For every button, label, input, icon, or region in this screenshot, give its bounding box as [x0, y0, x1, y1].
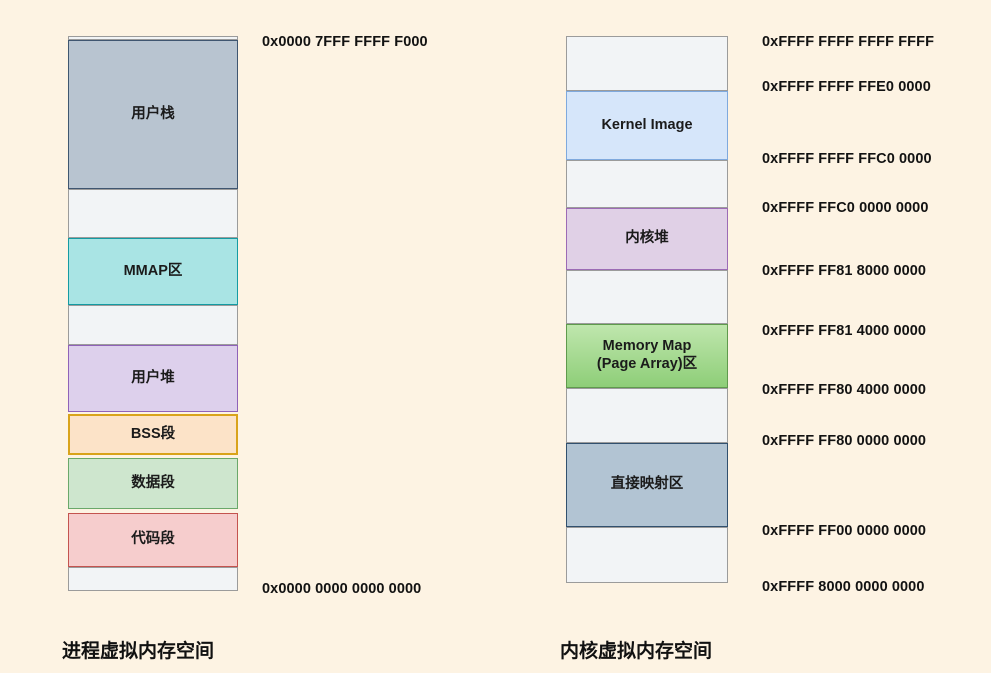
memory-block-data: 数据段	[68, 458, 238, 509]
memory-block-label: 内核堆	[625, 230, 669, 247]
address-label: 0xFFFF 8000 0000 0000	[762, 579, 925, 595]
memory-block-label: 直接映射区	[610, 476, 684, 493]
memory-block-unused	[566, 160, 728, 208]
memory-block-unused	[68, 189, 238, 238]
address-label: 0xFFFF FF80 4000 0000	[762, 382, 927, 398]
address-label: 0xFFFF FFC0 0000 0000	[762, 200, 929, 216]
address-label: 0xFFFF FFFF FFE0 0000	[762, 79, 931, 95]
memory-block-unused	[566, 527, 728, 583]
memory-block-bss: BSS段	[68, 414, 238, 455]
address-label: 0x0000 0000 0000 0000	[262, 581, 422, 597]
memory-block-unused	[566, 36, 728, 91]
address-label: 0xFFFF FFFF FFC0 0000	[762, 151, 932, 167]
memory-block-unused	[68, 36, 238, 40]
memory-block-unused	[566, 270, 728, 324]
process-memory-caption: 进程虚拟内存空间	[62, 641, 215, 662]
address-label: 0xFFFF FFFF FFFF FFFF	[762, 34, 935, 50]
memory-block-unused	[566, 388, 728, 443]
memory-block-label: 用户堆	[131, 369, 175, 386]
memory-block-kernel-heap: 内核堆	[566, 208, 728, 270]
memory-block-mmap: MMAP区	[68, 238, 238, 305]
memory-block-label: Memory Map(Page Array)区	[596, 338, 698, 372]
memory-block-text: 代码段	[68, 513, 238, 567]
memory-block-user-heap: 用户堆	[68, 345, 238, 412]
memory-block-label: 数据段	[131, 474, 175, 491]
memory-block-kernel-image: Kernel Image	[566, 91, 728, 160]
memory-block-direct-mapping: 直接映射区	[566, 443, 728, 527]
memory-block-label: BSS段	[130, 425, 176, 442]
memory-block-unused	[68, 305, 238, 345]
memory-block-label: MMAP区	[123, 262, 183, 279]
memory-block-user-stack: 用户栈	[68, 40, 238, 189]
address-label: 0xFFFF FF81 8000 0000	[762, 263, 927, 279]
memory-block-page-array: Memory Map(Page Array)区	[566, 324, 728, 388]
address-label: 0x0000 7FFF FFFF F000	[262, 34, 428, 50]
memory-block-label: 代码段	[131, 531, 175, 548]
memory-block-label: 用户栈	[131, 105, 175, 122]
address-label: 0xFFFF FF81 4000 0000	[762, 323, 927, 339]
memory-block-label: Kernel Image	[601, 116, 693, 133]
memory-block-unused	[68, 567, 238, 591]
address-label: 0xFFFF FF00 0000 0000	[762, 523, 927, 539]
address-label: 0xFFFF FF80 0000 0000	[762, 433, 927, 449]
kernel-memory-caption: 内核虚拟内存空间	[560, 641, 713, 662]
